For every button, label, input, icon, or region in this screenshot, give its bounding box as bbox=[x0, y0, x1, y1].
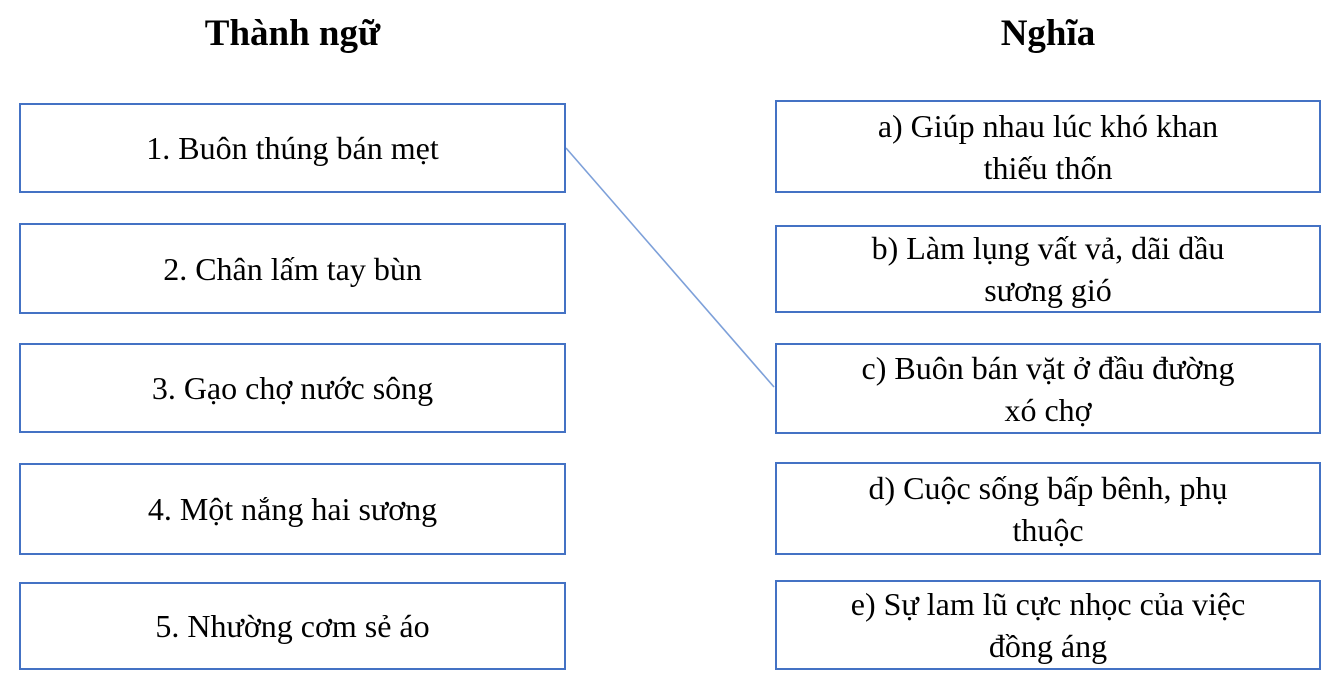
meaning-box-b[interactable]: b) Làm lụng vất vả, dãi dầu sương gió bbox=[775, 225, 1321, 313]
left-column-header: Thành ngữ bbox=[204, 13, 381, 54]
meaning-box-b-line2: sương gió bbox=[984, 272, 1112, 308]
meaning-box-e[interactable]: e) Sự lam lũ cực nhọc của việc đồng áng bbox=[775, 580, 1321, 670]
idiom-box-2[interactable]: 2. Chân lấm tay bùn bbox=[19, 223, 566, 314]
meaning-box-a[interactable]: a) Giúp nhau lúc khó khan thiếu thốn bbox=[775, 100, 1321, 193]
idiom-box-5[interactable]: 5. Nhường cơm sẻ áo bbox=[19, 582, 566, 670]
meaning-box-a-line2: thiếu thốn bbox=[983, 149, 1113, 186]
idiom-box-2-label: 2. Chân lấm tay bùn bbox=[163, 250, 422, 287]
meaning-box-c[interactable]: c) Buôn bán vặt ở đầu đường xó chợ bbox=[775, 343, 1321, 434]
meaning-box-a-line1: a) Giúp nhau lúc khó khan bbox=[877, 107, 1219, 144]
meaning-box-c-line2: xó chợ bbox=[1004, 391, 1092, 428]
idiom-box-3-label: 3. Gạo chợ nước sông bbox=[151, 370, 434, 406]
idiom-box-1[interactable]: 1. Buôn thúng bán mẹt bbox=[19, 103, 566, 193]
meaning-box-d-line1: d) Cuộc sống bấp bênh, phụ bbox=[868, 469, 1228, 506]
meaning-box-c-line1: c) Buôn bán vặt ở đầu đường bbox=[861, 349, 1235, 386]
meaning-box-d-line2: thuộc bbox=[1012, 511, 1084, 548]
connector-line-1-c bbox=[565, 147, 775, 388]
idiom-box-4-label: 4. Một nắng hai sương bbox=[147, 491, 438, 527]
idiom-box-4[interactable]: 4. Một nắng hai sương bbox=[19, 463, 566, 555]
idiom-box-3[interactable]: 3. Gạo chợ nước sông bbox=[19, 343, 566, 433]
right-column-header: Nghĩa bbox=[1000, 13, 1096, 54]
meaning-box-b-line1: b) Làm lụng vất vả, dãi dầu bbox=[871, 230, 1225, 266]
idiom-box-5-label: 5. Nhường cơm sẻ áo bbox=[155, 608, 430, 644]
meaning-box-e-line2: đồng áng bbox=[988, 628, 1108, 664]
meaning-box-e-line1: e) Sự lam lũ cực nhọc của việc bbox=[850, 586, 1246, 622]
meaning-box-d[interactable]: d) Cuộc sống bấp bênh, phụ thuộc bbox=[775, 462, 1321, 555]
idiom-box-1-label: 1. Buôn thúng bán mẹt bbox=[146, 130, 439, 166]
